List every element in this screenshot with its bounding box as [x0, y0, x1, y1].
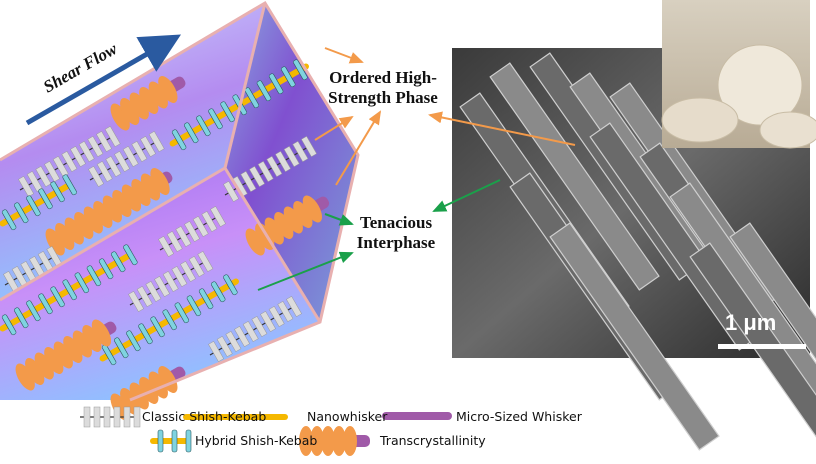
- classic-shish-kebab: [223, 135, 317, 203]
- ordered-phase-line1: Ordered High-: [329, 68, 437, 87]
- scale-bar-label: 1 μm: [725, 310, 777, 335]
- classic-shish-kebab: [18, 125, 121, 198]
- tenacious-line2: Interphase: [356, 233, 436, 252]
- sem-fiber: [729, 222, 816, 451]
- nanowhisker-icon: [183, 414, 288, 420]
- scale-bar: [718, 344, 806, 349]
- legend-transcrystallinity: Transcrystallinity: [380, 433, 486, 448]
- legend-hybrid-shish-kebab: Hybrid Shish-Kebab: [195, 433, 318, 448]
- seashell-photo: [661, 0, 816, 149]
- transcrystallinity: [15, 319, 117, 391]
- transcrystallinity: [299, 426, 370, 456]
- tenacious-line1: Tenacious: [359, 213, 433, 232]
- ordered-phase-line2: Strength Phase: [328, 88, 438, 107]
- sem-fiber: [489, 62, 660, 291]
- pointer-arrows: [257, 47, 576, 291]
- classic-shish-kebab: [158, 205, 226, 258]
- classic-shish-kebab: [88, 130, 165, 188]
- transcrystallinity: [45, 168, 173, 256]
- hybrid-shish-kebab: [150, 429, 192, 453]
- sem-fiber: [549, 222, 720, 451]
- classic-shish-kebab: [80, 406, 141, 428]
- tenacious-interphase-label: Tenacious Interphase: [350, 213, 442, 253]
- legend-classic-shish-kebab: Classic Shish-Kebab: [142, 409, 267, 424]
- ordered-phase-label: Ordered High- Strength Phase: [312, 68, 454, 108]
- shear-flow-arrow: [25, 34, 182, 126]
- sem-fiber: [689, 242, 816, 464]
- block-edge: [223, 2, 267, 169]
- hybrid-shish-kebab: [99, 274, 239, 366]
- legend-micro-sized-whisker: Micro-Sized Whisker: [456, 409, 582, 424]
- legend-icons: [80, 406, 452, 456]
- hybrid-shish-kebab: [0, 244, 138, 336]
- hybrid-shish-kebab: [0, 174, 77, 231]
- micro-whisker-icon: [382, 412, 452, 420]
- classic-shish-kebab: [128, 250, 214, 313]
- transcrystallinity: [245, 195, 330, 256]
- sem-image: [452, 48, 816, 464]
- composite-block: [0, 0, 360, 421]
- transcrystallinity: [110, 76, 186, 131]
- legend-nanowhisker: Nanowhisker: [307, 409, 388, 424]
- classic-shish-kebab: [208, 295, 302, 363]
